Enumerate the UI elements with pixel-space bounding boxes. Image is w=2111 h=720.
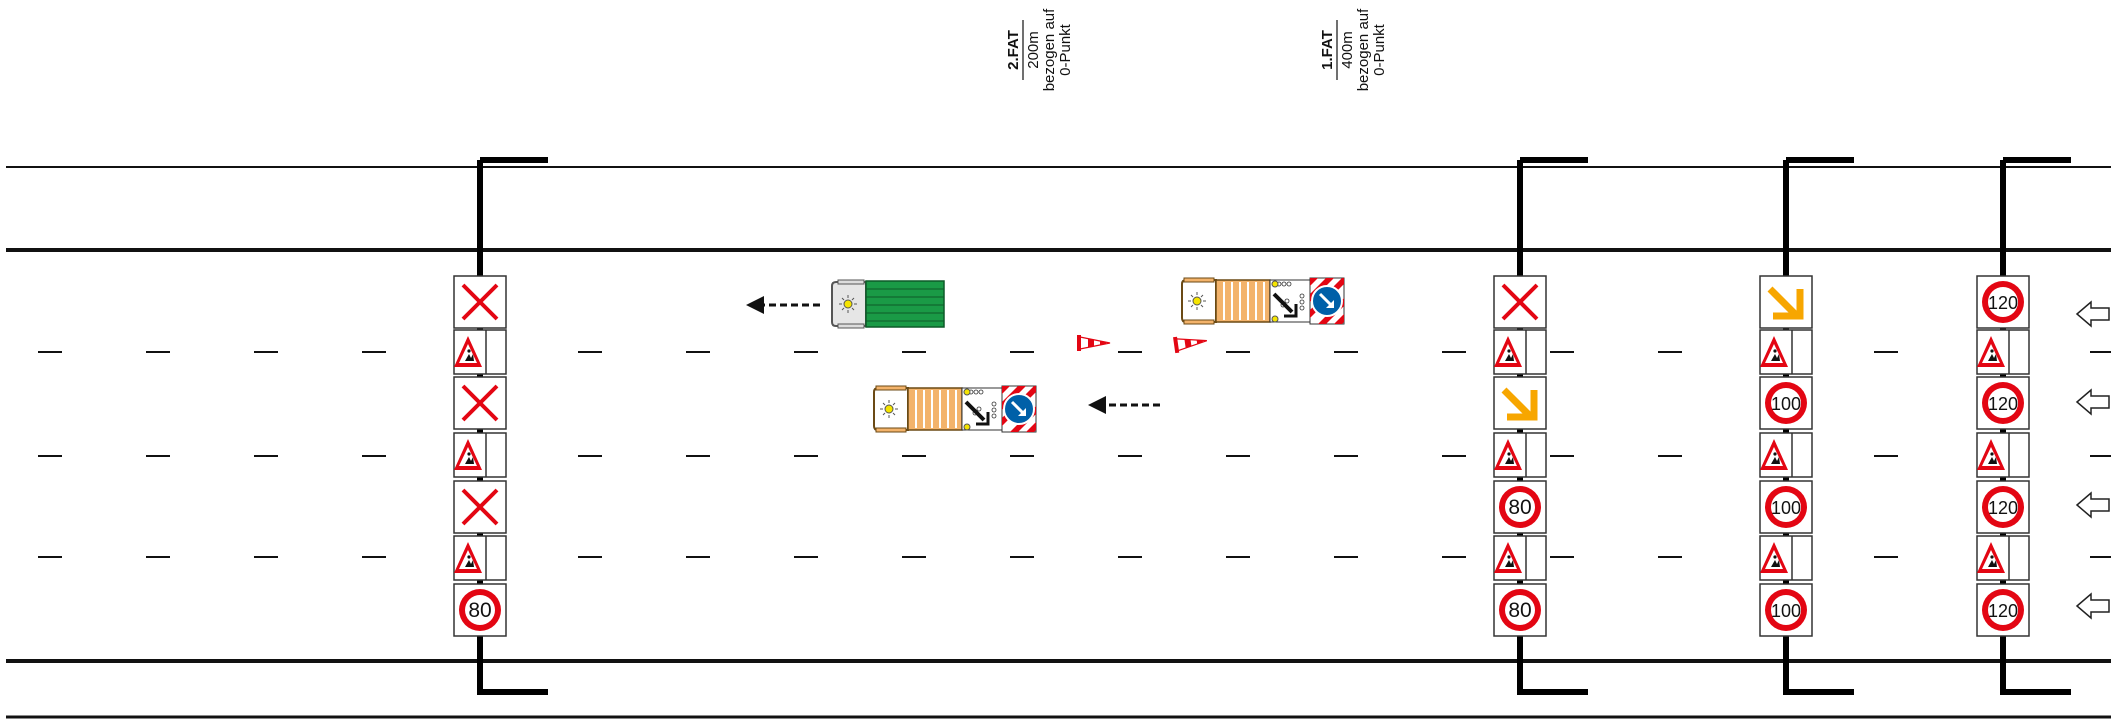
gantry-1-sign-4 xyxy=(453,432,507,478)
fat1-annotation: 1.FAT 400m bezogen auf 0-Punkt xyxy=(1319,8,1388,91)
speed-limit-value: 120 xyxy=(1988,601,2018,621)
gantry-2-sign-6 xyxy=(1493,535,1547,581)
gantry-3-sign-1 xyxy=(1760,276,1812,328)
gantry-1: 80 xyxy=(452,157,548,695)
fat2-title: 2.FAT xyxy=(1005,30,1022,70)
gantry-1-sign-7: 80 xyxy=(453,583,507,637)
motion-arrow-trailer xyxy=(1088,396,1160,414)
gantry-4-sign-5: 120 xyxy=(1976,480,2030,534)
lane-markings xyxy=(38,351,2111,558)
gantry-2-sign-5: 80 xyxy=(1493,480,1547,534)
gantry-2-sign-2 xyxy=(1493,329,1547,375)
warning-trailer-1 xyxy=(1182,278,1344,324)
traffic-direction-arrow-2 xyxy=(2076,389,2110,415)
traffic-direction-arrow-1 xyxy=(2076,301,2110,327)
warning-trailer-2 xyxy=(874,386,1036,432)
gantry-3-sign-4 xyxy=(1759,432,1813,478)
fat1-title: 1.FAT xyxy=(1319,30,1336,70)
gantry-4-sign-7: 120 xyxy=(1976,583,2030,637)
gantry-3: 100 100 100 xyxy=(1759,157,1854,695)
fat2-reference-2: 0-Punkt xyxy=(1057,23,1074,76)
gantry-1-sign-5 xyxy=(452,479,508,535)
gantry-4-sign-1: 120 xyxy=(1976,275,2030,329)
fat2-reference-1: bezogen auf xyxy=(1041,8,1058,91)
gantry-1-sign-2 xyxy=(453,329,507,375)
gantry-1-sign-3 xyxy=(452,375,508,431)
gantry-3-sign-2 xyxy=(1759,329,1813,375)
fat1-reference-1: bezogen auf xyxy=(1355,8,1372,91)
traffic-direction-arrow-4 xyxy=(2076,593,2110,619)
gantry-4-sign-4 xyxy=(1976,432,2030,478)
speed-limit-value: 100 xyxy=(1771,498,1801,518)
fat1-reference-2: 0-Punkt xyxy=(1371,23,1388,76)
fat1-distance: 400m xyxy=(1339,31,1356,69)
fat2-annotation: 2.FAT 200m bezogen auf 0-Punkt xyxy=(1005,8,1074,91)
gantry-2-sign-7: 80 xyxy=(1493,583,1547,637)
gantry-4-sign-2 xyxy=(1976,329,2030,375)
traffic-cone-2 xyxy=(1172,332,1209,354)
gantry-4-sign-3: 120 xyxy=(1976,376,2030,430)
gantry-3-sign-6 xyxy=(1759,535,1813,581)
speed-limit-value: 80 xyxy=(1508,496,1531,519)
speed-limit-value: 120 xyxy=(1988,293,2018,313)
gantry-2: 80 80 xyxy=(1492,157,1588,695)
gantry-3-sign-7: 100 xyxy=(1759,583,1813,637)
speed-limit-value: 120 xyxy=(1988,394,2018,414)
speed-limit-value: 120 xyxy=(1988,498,2018,518)
gantry-3-sign-5: 100 xyxy=(1759,480,1813,534)
flatbed-truck xyxy=(832,280,944,328)
gantry-2-sign-3 xyxy=(1494,377,1546,429)
traffic-cone-1 xyxy=(1076,334,1111,352)
speed-limit-value: 80 xyxy=(1508,599,1531,622)
speed-limit-value: 100 xyxy=(1771,601,1801,621)
gantry-1-sign-1 xyxy=(452,274,508,330)
gantry-4: 120 120 120 120 xyxy=(1976,157,2071,695)
gantry-1-sign-6 xyxy=(453,535,507,581)
gantry-2-sign-1 xyxy=(1492,274,1548,330)
gantry-4-sign-6 xyxy=(1976,535,2030,581)
speed-limit-value: 80 xyxy=(468,599,491,622)
traffic-direction-arrow-3 xyxy=(2076,492,2110,518)
speed-limit-value: 100 xyxy=(1771,394,1801,414)
gantry-2-sign-4 xyxy=(1493,432,1547,478)
motion-arrow-truck xyxy=(746,296,820,314)
fat2-distance: 200m xyxy=(1025,31,1042,69)
road-edges xyxy=(6,166,2111,719)
gantry-3-sign-3: 100 xyxy=(1759,376,1813,430)
